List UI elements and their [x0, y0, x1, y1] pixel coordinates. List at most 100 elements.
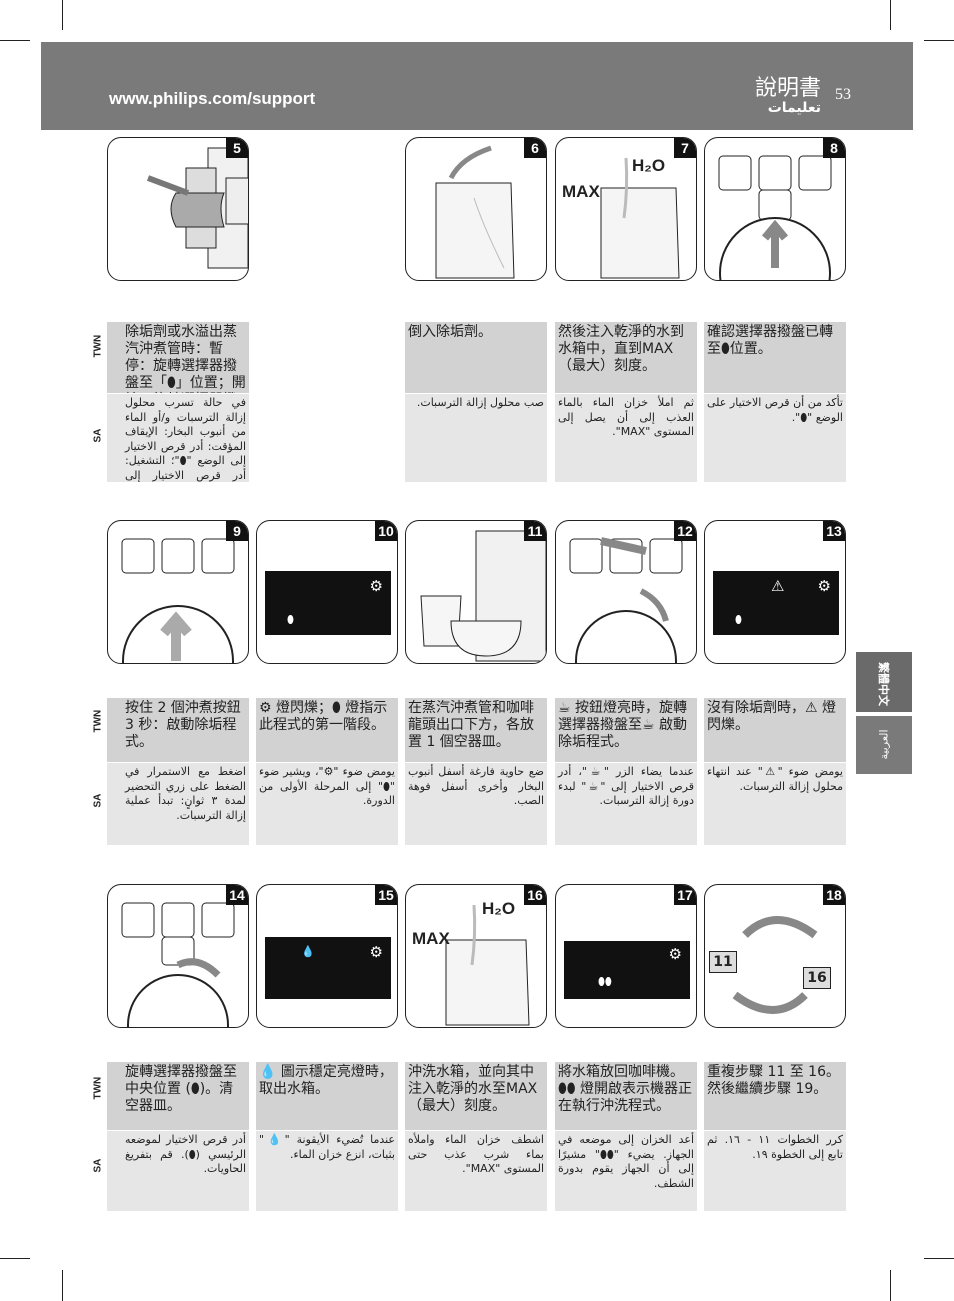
step-16-sa-text: اشطف خزان الماء واملأه بماء شرب عذب حتى … — [405, 1131, 547, 1211]
crop-mark — [62, 1270, 63, 1301]
control-panel-icon — [718, 155, 832, 280]
step-16-twn-text: 沖洗水箱，並向其中注入乾淨的水至MAX（最大）刻度。 — [405, 1062, 547, 1130]
step-9-sa-text: اضغط مع الاستمرار في الضغط على زري التحض… — [107, 763, 249, 845]
step-7-twn-text: 然後注入乾淨的水到水箱中，直到MAX（最大）刻度。 — [555, 322, 697, 393]
crop-mark — [0, 1258, 30, 1259]
step-11-illustration: 11 — [405, 520, 547, 664]
step-15-twn-text: 💧 圖示穩定亮燈時，取出水箱。 — [256, 1062, 398, 1130]
display-screen: 💧 ⚙ — [265, 937, 391, 999]
step-number: 17 — [674, 885, 696, 905]
control-panel-icon — [569, 537, 683, 663]
drop-icon: ⬮ — [287, 613, 294, 626]
step-13-twn-text: 沒有除垢劑時，⚠ 燈閃爍。 — [704, 698, 846, 762]
step-8-illustration: 8 — [704, 137, 846, 281]
loop-end-label: 16 — [803, 967, 831, 989]
step-13-sa-text: يومض ضوء "⚠" عند انتهاء محلول إزالة التر… — [704, 763, 846, 845]
step-10-illustration: ⚙ ⬮ 10 — [256, 520, 398, 664]
crop-mark — [890, 0, 891, 30]
drop-icon: ⬮ — [735, 613, 742, 626]
crop-mark — [924, 40, 954, 41]
sa-label: SA — [92, 793, 104, 808]
gear-icon: ⚙ — [369, 577, 383, 595]
water-tank-icon — [435, 145, 515, 279]
max-label: MAX — [412, 929, 450, 948]
gear-icon: ⚙ — [668, 945, 682, 963]
step-15-illustration: 💧 ⚙ 15 — [256, 884, 398, 1028]
support-url[interactable]: www.philips.com/support — [109, 89, 316, 108]
water-tank-icon — [600, 157, 680, 279]
step-9-illustration: 9 — [107, 520, 249, 664]
drops-icon: ⬮⬮ — [598, 975, 612, 988]
step-number: 5 — [226, 138, 248, 158]
step-6-sa-text: صب محلول إزالة الترسبات. — [405, 394, 547, 482]
machine-steam-icon — [146, 147, 248, 269]
step-16-illustration: MAX H₂O 16 — [405, 884, 547, 1028]
step-number: 16 — [524, 885, 546, 905]
twn-label: TWN — [92, 1076, 104, 1100]
step-6-illustration: 6 — [405, 137, 547, 281]
step-number: 15 — [375, 885, 397, 905]
h2o-label: H₂O — [482, 899, 516, 918]
step-17-sa-text: أعد الخزان إلى موضعه في الجهاز. يضيء "⬮⬮… — [555, 1131, 697, 1211]
step-14-twn-text: 旋轉選擇器撥盤至中央位置 (⬮)。清空器皿。 — [107, 1062, 249, 1130]
step-18-illustration: 11 16 18 — [704, 884, 846, 1028]
step-number: 11 — [524, 521, 546, 541]
step-number: 9 — [226, 521, 248, 541]
step-5-sa-text: في حالة تسرب محلول إزالة الترسبات و/أو ا… — [107, 394, 249, 482]
step-14-illustration: 14 — [107, 884, 249, 1028]
step-number: 18 — [823, 885, 845, 905]
page-title-arabic: تعليمات — [767, 100, 821, 116]
crop-mark — [62, 0, 63, 30]
step-17-twn-text: 將水箱放回咖啡機。⬮⬮ 燈開啟表示機器正在執行沖洗程式。 — [555, 1062, 697, 1130]
step-5-illustration: 5 — [107, 137, 249, 281]
crop-mark — [924, 1258, 954, 1259]
step-8-sa-text: تأكد من أن قرص الاختيار على الوضع "⬮". — [704, 394, 846, 482]
step-number: 10 — [375, 521, 397, 541]
step-13-illustration: ⚠ ⚙ ⬮ 13 — [704, 520, 846, 664]
step-8-twn-text: 確認選擇器撥盤已轉至⬮位置。 — [704, 322, 846, 393]
gear-icon: ⚙ — [817, 577, 831, 595]
step-number: 8 — [823, 138, 845, 158]
page-title: 說明書 — [754, 76, 821, 101]
step-10-sa-text: يومض ضوء "⚙"، ويشير ضوء "⬮" إلى المرحلة … — [256, 763, 398, 845]
page-header: www.philips.com/support 說明書 تعليمات 53 — [41, 42, 913, 130]
step-12-twn-text: ☕ 按鈕燈亮時，旋轉選擇器撥盤至☕ 啟動除垢程式。 — [555, 698, 697, 762]
step-5-twn-text: 除垢劑或水溢出蒸汽沖煮管時：暫停：旋轉選擇器撥盤至「⬮」位置；開始：旋轉選擇器撥… — [107, 322, 249, 393]
water-drop-icon: 💧 — [301, 945, 315, 958]
h2o-label: H₂O — [632, 156, 666, 175]
twn-label: TWN — [92, 709, 104, 733]
side-tab-chinese: 繁體中文 — [856, 652, 912, 712]
step-7-illustration: MAX H₂O 7 — [555, 137, 697, 281]
step-6-twn-text: 倒入除垢劑。 — [405, 322, 547, 393]
step-number: 14 — [226, 885, 248, 905]
sa-label: SA — [92, 428, 104, 443]
step-number: 7 — [674, 138, 696, 158]
warning-icon: ⚠ — [771, 577, 785, 595]
loop-start-label: 11 — [709, 951, 737, 973]
step-12-sa-text: عندما يضاء الزر "☕"، أدر قرص الاختيار إل… — [555, 763, 697, 845]
control-panel-icon — [121, 538, 235, 663]
crop-mark — [0, 40, 30, 41]
step-11-sa-text: ضع حاوية فارغة أسفل أنبوب البخار وأخرى أ… — [405, 763, 547, 845]
gear-icon: ⚙ — [369, 943, 383, 961]
cup-icon — [420, 530, 546, 662]
step-14-sa-text: أدر قرص الاختيار لموضعه الرئيسي (⬮). قم … — [107, 1131, 249, 1211]
display-screen: ⚠ ⚙ ⬮ — [713, 571, 839, 635]
step-7-sa-text: ثم املأ خزان الماء بالماء العذب إلى أن ي… — [555, 394, 697, 482]
step-10-twn-text: ⚙ 燈閃爍；⬮ 燈指示此程式的第一階段。 — [256, 698, 398, 762]
step-number: 6 — [524, 138, 546, 158]
side-tab-arabic: العربية — [856, 716, 912, 774]
step-number: 12 — [674, 521, 696, 541]
max-label: MAX — [562, 182, 600, 201]
step-number: 13 — [823, 521, 845, 541]
step-18-twn-text: 重複步驟 11 至 16。然後繼續步驟 19。 — [704, 1062, 846, 1130]
step-11-twn-text: 在蒸汽沖煮管和咖啡龍頭出口下方，各放置 1 個空器皿。 — [405, 698, 547, 762]
display-screen: ⚙ ⬮ — [265, 571, 391, 635]
water-tank-icon — [445, 904, 530, 1026]
twn-label: TWN — [92, 334, 104, 358]
page-number: 53 — [835, 86, 851, 103]
sa-label: SA — [92, 1158, 104, 1173]
step-9-twn-text: 按住 2 個沖煮按鈕 3 秒：啟動除垢程式。 — [107, 698, 249, 762]
step-17-illustration: ⚙ ⬮⬮ 17 — [555, 884, 697, 1028]
display-screen: ⚙ ⬮⬮ — [564, 941, 690, 999]
